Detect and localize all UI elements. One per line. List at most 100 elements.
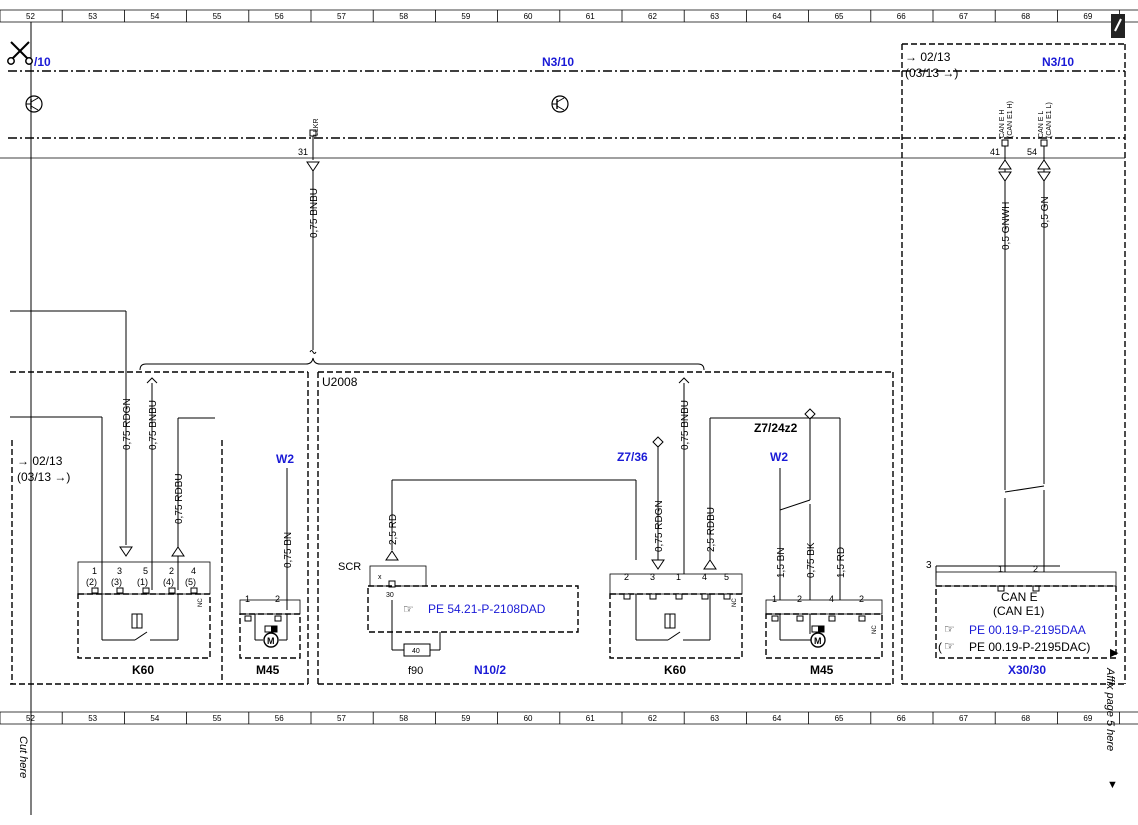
pin-terminal [116,587,124,594]
column-number: 53 [88,12,97,21]
pin-number: 4 [702,572,707,582]
pin-terminal [701,593,709,600]
svg-text:NC: NC [198,598,204,607]
wire-label: 0,75 BNBU [309,188,320,238]
pe-00-a-ref[interactable]: PE 00.19-P-2195DAA [969,623,1086,637]
m45-left-label: M45 [256,663,280,677]
pin-number: 1 [676,572,681,582]
w2-right-link[interactable]: W2 [770,450,788,464]
k60-left-relay: 1(2)3(3)5(1)2(4)4(5) NC [77,561,211,659]
pin-lkr: LLKR 31 0,75 BNBU [298,118,320,354]
svg-text:41: 41 [990,147,1000,157]
wire-label: 2,5 RDBU [706,507,717,552]
pin-terminal [858,615,866,622]
n3-right-label[interactable]: N3/10 [1042,55,1074,69]
wire-label: 0,75 BN [283,532,294,568]
svg-text:NC: NC [732,598,738,607]
x30-30-link[interactable]: X30/30 [1008,663,1046,677]
svg-text:CAN E L: CAN E L [1038,111,1045,138]
svg-text:40: 40 [412,648,420,655]
pin-alt-number: (4) [163,577,174,587]
n3-mid-label[interactable]: N3/10 [542,55,574,69]
pin-alt-number: (5) [185,577,196,587]
column-number: 63 [710,714,719,723]
pin-alt-number: (1) [137,577,148,587]
wire-label: 0,75 BNBU [680,400,691,450]
column-number: 57 [337,12,346,21]
n3-left-label[interactable]: /10 [34,55,51,69]
column-number: 54 [150,714,159,723]
can-e-title: CAN E [1001,590,1038,604]
pin-terminal [91,587,99,594]
wire-label: 0,75 RDGN [654,500,665,552]
w2-left-link[interactable]: W2 [276,452,294,466]
left-version-a: → 02/13 [17,454,63,468]
pin-terminal [190,587,198,594]
pe-54-ref[interactable]: PE 54.21-P-2108DAD [428,602,546,616]
wire-label: 1,5 BN [776,547,787,578]
column-number: 64 [772,12,781,21]
column-number: 57 [337,714,346,723]
can-e1-sub: (CAN E1) [993,604,1044,618]
n10-2-link[interactable]: N10/2 [474,663,506,677]
svg-text:0,5 GN: 0,5 GN [1040,196,1051,228]
column-number: 61 [586,714,595,723]
svg-text:NC: NC [872,625,878,634]
column-number: 54 [150,12,159,21]
pin-alt-number: (2) [86,577,97,587]
svg-text:M: M [267,636,275,646]
column-number: 67 [959,12,968,21]
column-number: 61 [586,12,595,21]
column-number: 63 [710,12,719,21]
column-number: 59 [461,714,470,723]
k60-right-label: K60 [664,663,686,677]
column-number: 69 [1083,12,1092,21]
svg-text:x: x [378,574,382,581]
svg-text:0,5 GNWH: 0,5 GNWH [1001,202,1012,250]
pin-number: 4 [191,566,196,576]
pin-number: 2 [859,594,864,604]
wire-label: 0,75 BNBU [148,400,159,450]
column-number: 60 [524,12,533,21]
column-number: 69 [1083,714,1092,723]
column-number: 67 [959,714,968,723]
z7-36-link[interactable]: Z7/36 [617,450,648,464]
pin-terminal [828,615,836,622]
cut-here-label: Cut here [17,736,29,778]
pin-number: 2 [1033,564,1038,574]
column-number: 60 [524,714,533,723]
pe-00-b-ref: PE 00.19-P-2195DAC) [969,640,1090,654]
pin-number: 1 [245,594,250,604]
column-number: 58 [399,12,408,21]
pin-number: 5 [143,566,148,576]
hand-point-icon: ☞ [944,639,955,653]
column-number: 58 [399,714,408,723]
pin-terminal [649,593,657,600]
pin-alt-number: (3) [111,577,122,587]
svg-text:30: 30 [386,592,394,599]
pin-can-e-h: CAN E H (CAN E1 H) 41 0,5 GNWH [990,101,1014,490]
arrow-down-icon: ▼ [1107,779,1118,791]
k60-left-label: K60 [132,663,154,677]
wire-label: 2,5 RD [388,514,399,545]
column-number: 64 [772,714,781,723]
pin-number: 1 [92,566,97,576]
column-number: 59 [461,12,470,21]
pin-terminal [796,615,804,622]
arrow-right-icon: ▶ [1110,647,1119,659]
svg-text:31: 31 [298,147,308,157]
scr-label: SCR [338,561,361,573]
pin-number: 1 [998,564,1003,574]
column-number: 53 [88,714,97,723]
column-number: 66 [897,12,906,21]
affix-here-label: Affix page 5 here [1104,667,1116,751]
pin-terminal [142,587,150,594]
column-number: 65 [835,12,844,21]
wire-label: 0,75 RDBU [174,473,185,524]
m45-right-label: M45 [810,663,834,677]
